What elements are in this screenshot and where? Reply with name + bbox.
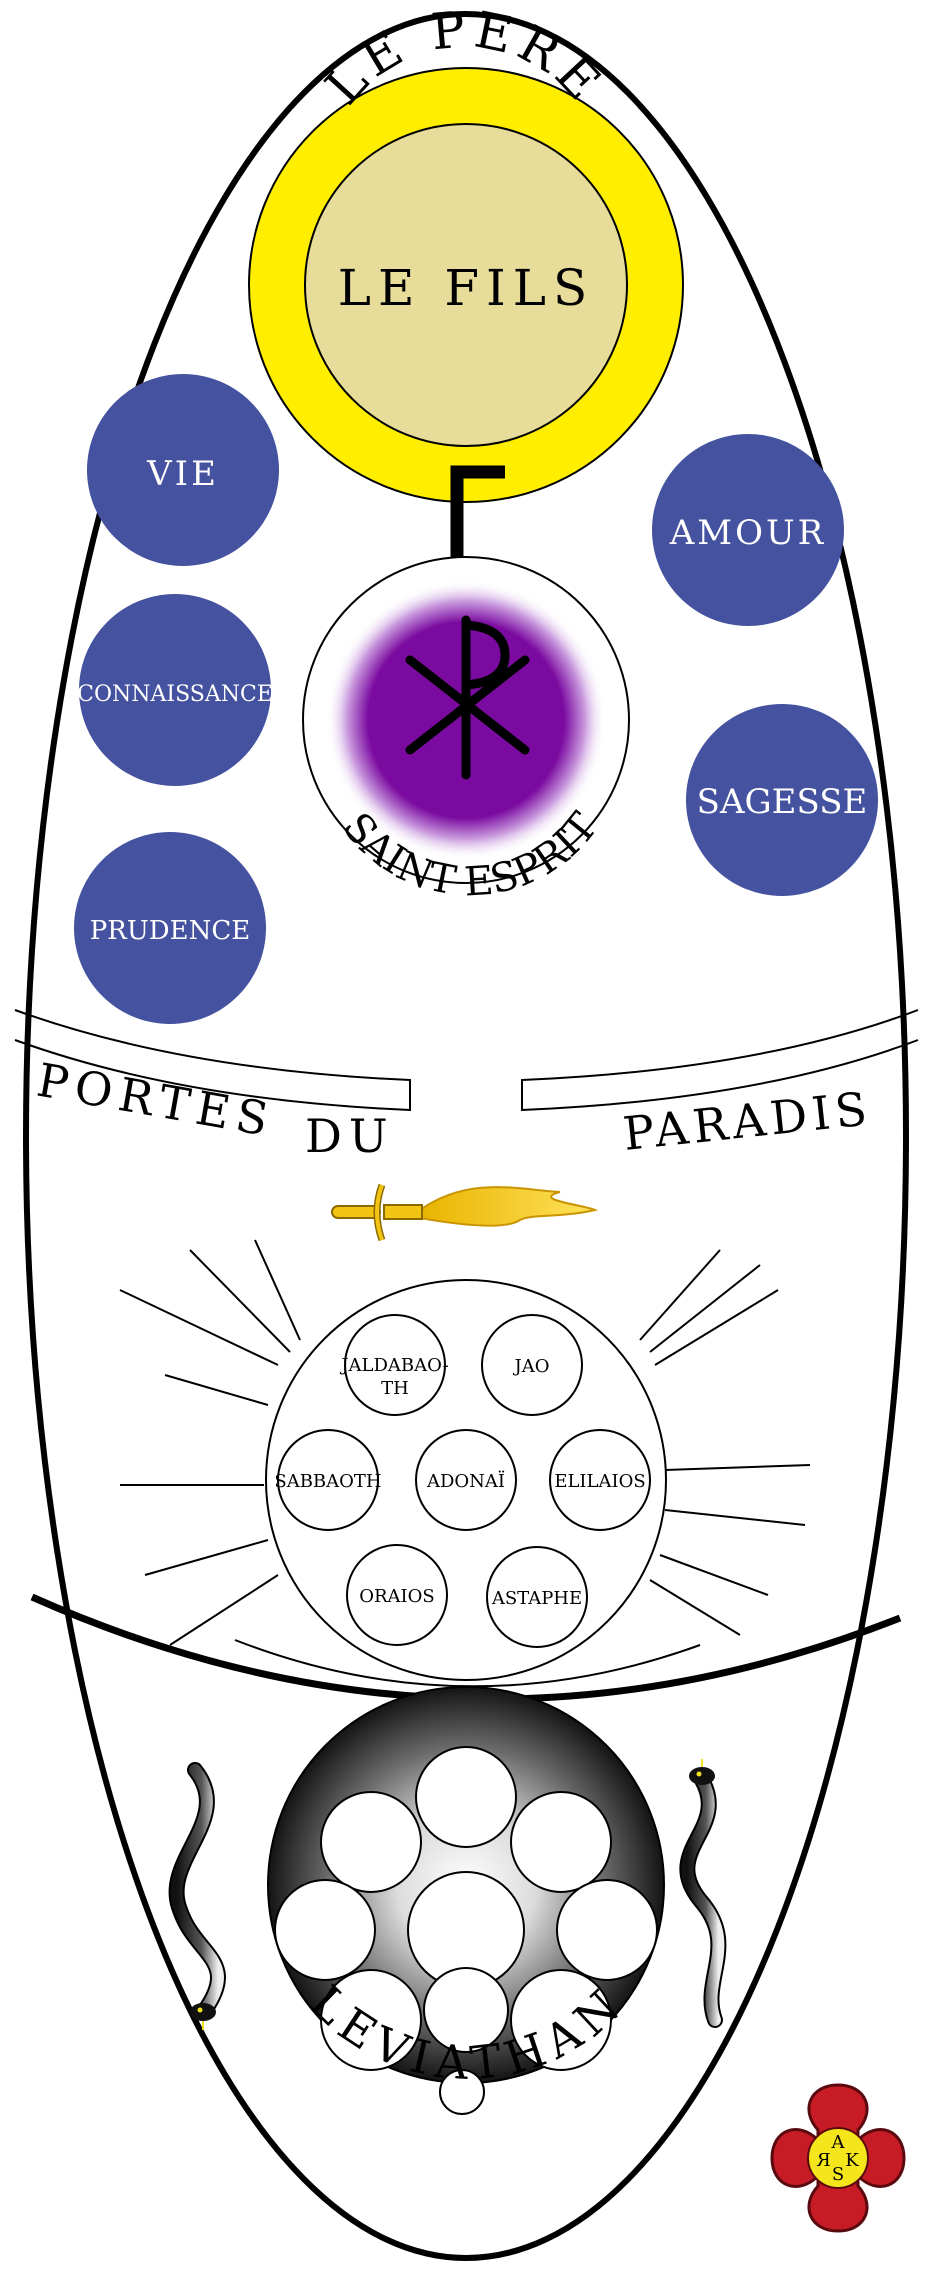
archon-oraios: ORAIOS (346, 1544, 448, 1646)
svg-text:AMOUR: AMOUR (669, 513, 827, 553)
gates-word-du: DU (305, 1109, 395, 1163)
serpent-right (679, 1759, 727, 2028)
svg-text:ELILAIOS: ELILAIOS (554, 1471, 645, 1492)
svg-text:SAGESSE: SAGESSE (697, 782, 868, 822)
svg-text:SABBAOTH: SABBAOTH (274, 1471, 381, 1492)
virtue-connaissance: CONNAISSANCE (77, 594, 273, 786)
svg-text:JAO: JAO (513, 1356, 550, 1377)
emblem-letter-a: A (831, 2132, 846, 2153)
svg-text:ADONAÏ: ADONAÏ (426, 1469, 505, 1492)
gates-walls (14, 1009, 919, 1112)
svg-text:ASTAPHE: ASTAPHE (491, 1588, 582, 1609)
archon-jao: JAO (481, 1314, 583, 1416)
svg-text:VIE: VIE (146, 454, 219, 494)
archon-sabbaoth: SABBAOTH (274, 1429, 382, 1531)
leviathan-inner-circles (274, 1746, 658, 2115)
son-label: LE FILS (338, 259, 595, 317)
emblem-letter-k: K (845, 2150, 859, 2171)
emblem-letter-s: S (832, 2164, 844, 2185)
archon-adonai: ADONAÏ (415, 1429, 517, 1531)
virtue-prudence: PRUDENCE (74, 832, 266, 1024)
svg-text:PRUDENCE: PRUDENCE (90, 916, 250, 946)
virtue-amour: AMOUR (652, 434, 844, 626)
archon-elilaios: ELILAIOS (549, 1429, 651, 1531)
connector-bar (450, 465, 505, 585)
virtue-vie: VIE (87, 374, 279, 566)
archon-rays (119, 1239, 811, 1646)
svg-text:CONNAISSANCE: CONNAISSANCE (77, 682, 273, 707)
svg-text:TH: TH (381, 1378, 409, 1399)
emblem-letter-r: R (817, 2150, 831, 2171)
serpent-left (168, 1762, 226, 2030)
flaming-sword-icon (331, 1183, 598, 1242)
archon-jaldabaoth: JALDABAO- TH (339, 1314, 449, 1416)
svg-text:ORAIOS: ORAIOS (359, 1586, 435, 1607)
cross-emblem-icon: A R S K (770, 2083, 906, 2233)
archon-astaphe: ASTAPHE (486, 1546, 588, 1648)
son-circle (304, 123, 628, 447)
chi-rho-icon (405, 615, 530, 780)
svg-text:JALDABAO-: JALDABAO- (339, 1355, 448, 1376)
virtue-sagesse: SAGESSE (686, 704, 878, 896)
